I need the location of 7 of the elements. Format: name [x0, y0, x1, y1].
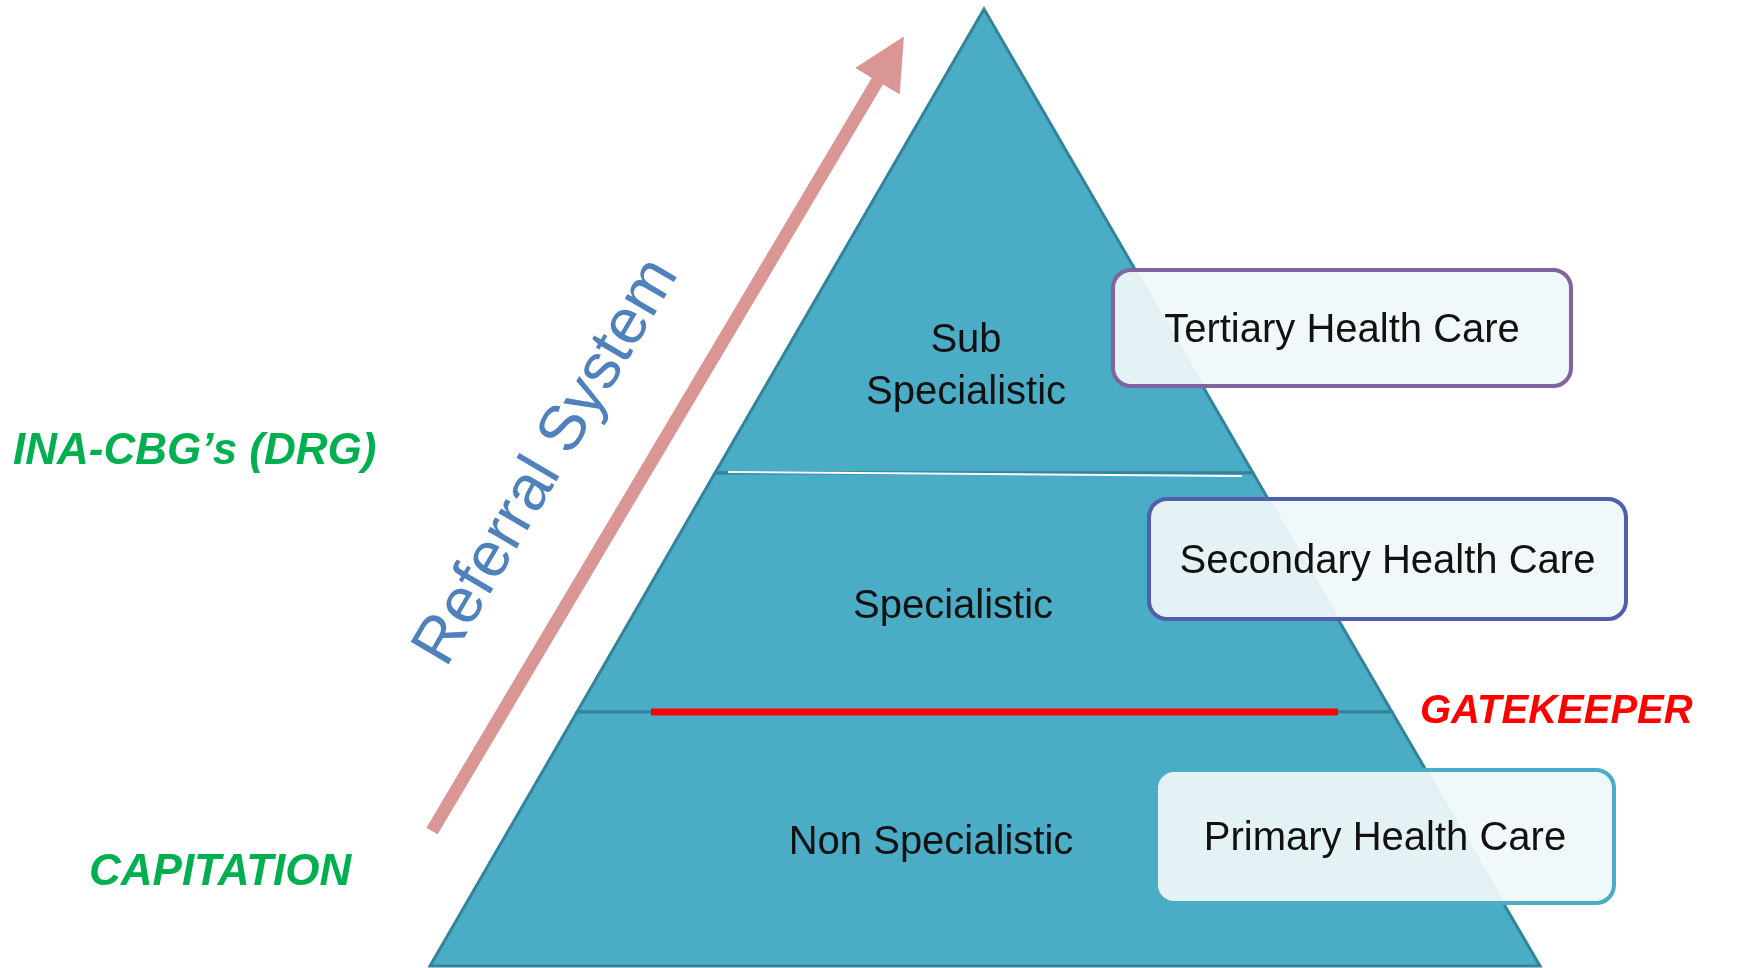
tier-label: Specialistic: [851, 581, 1055, 628]
side-label: CAPITATION: [89, 845, 352, 895]
tier-label: Sub Specialistic: [864, 315, 1068, 414]
side-label: INA-CBG’s (DRG): [13, 424, 377, 474]
care-level-box: Tertiary Health Care: [1111, 268, 1573, 388]
side-label: GATEKEEPER: [1420, 686, 1693, 732]
care-level-box: Secondary Health Care: [1147, 497, 1628, 621]
